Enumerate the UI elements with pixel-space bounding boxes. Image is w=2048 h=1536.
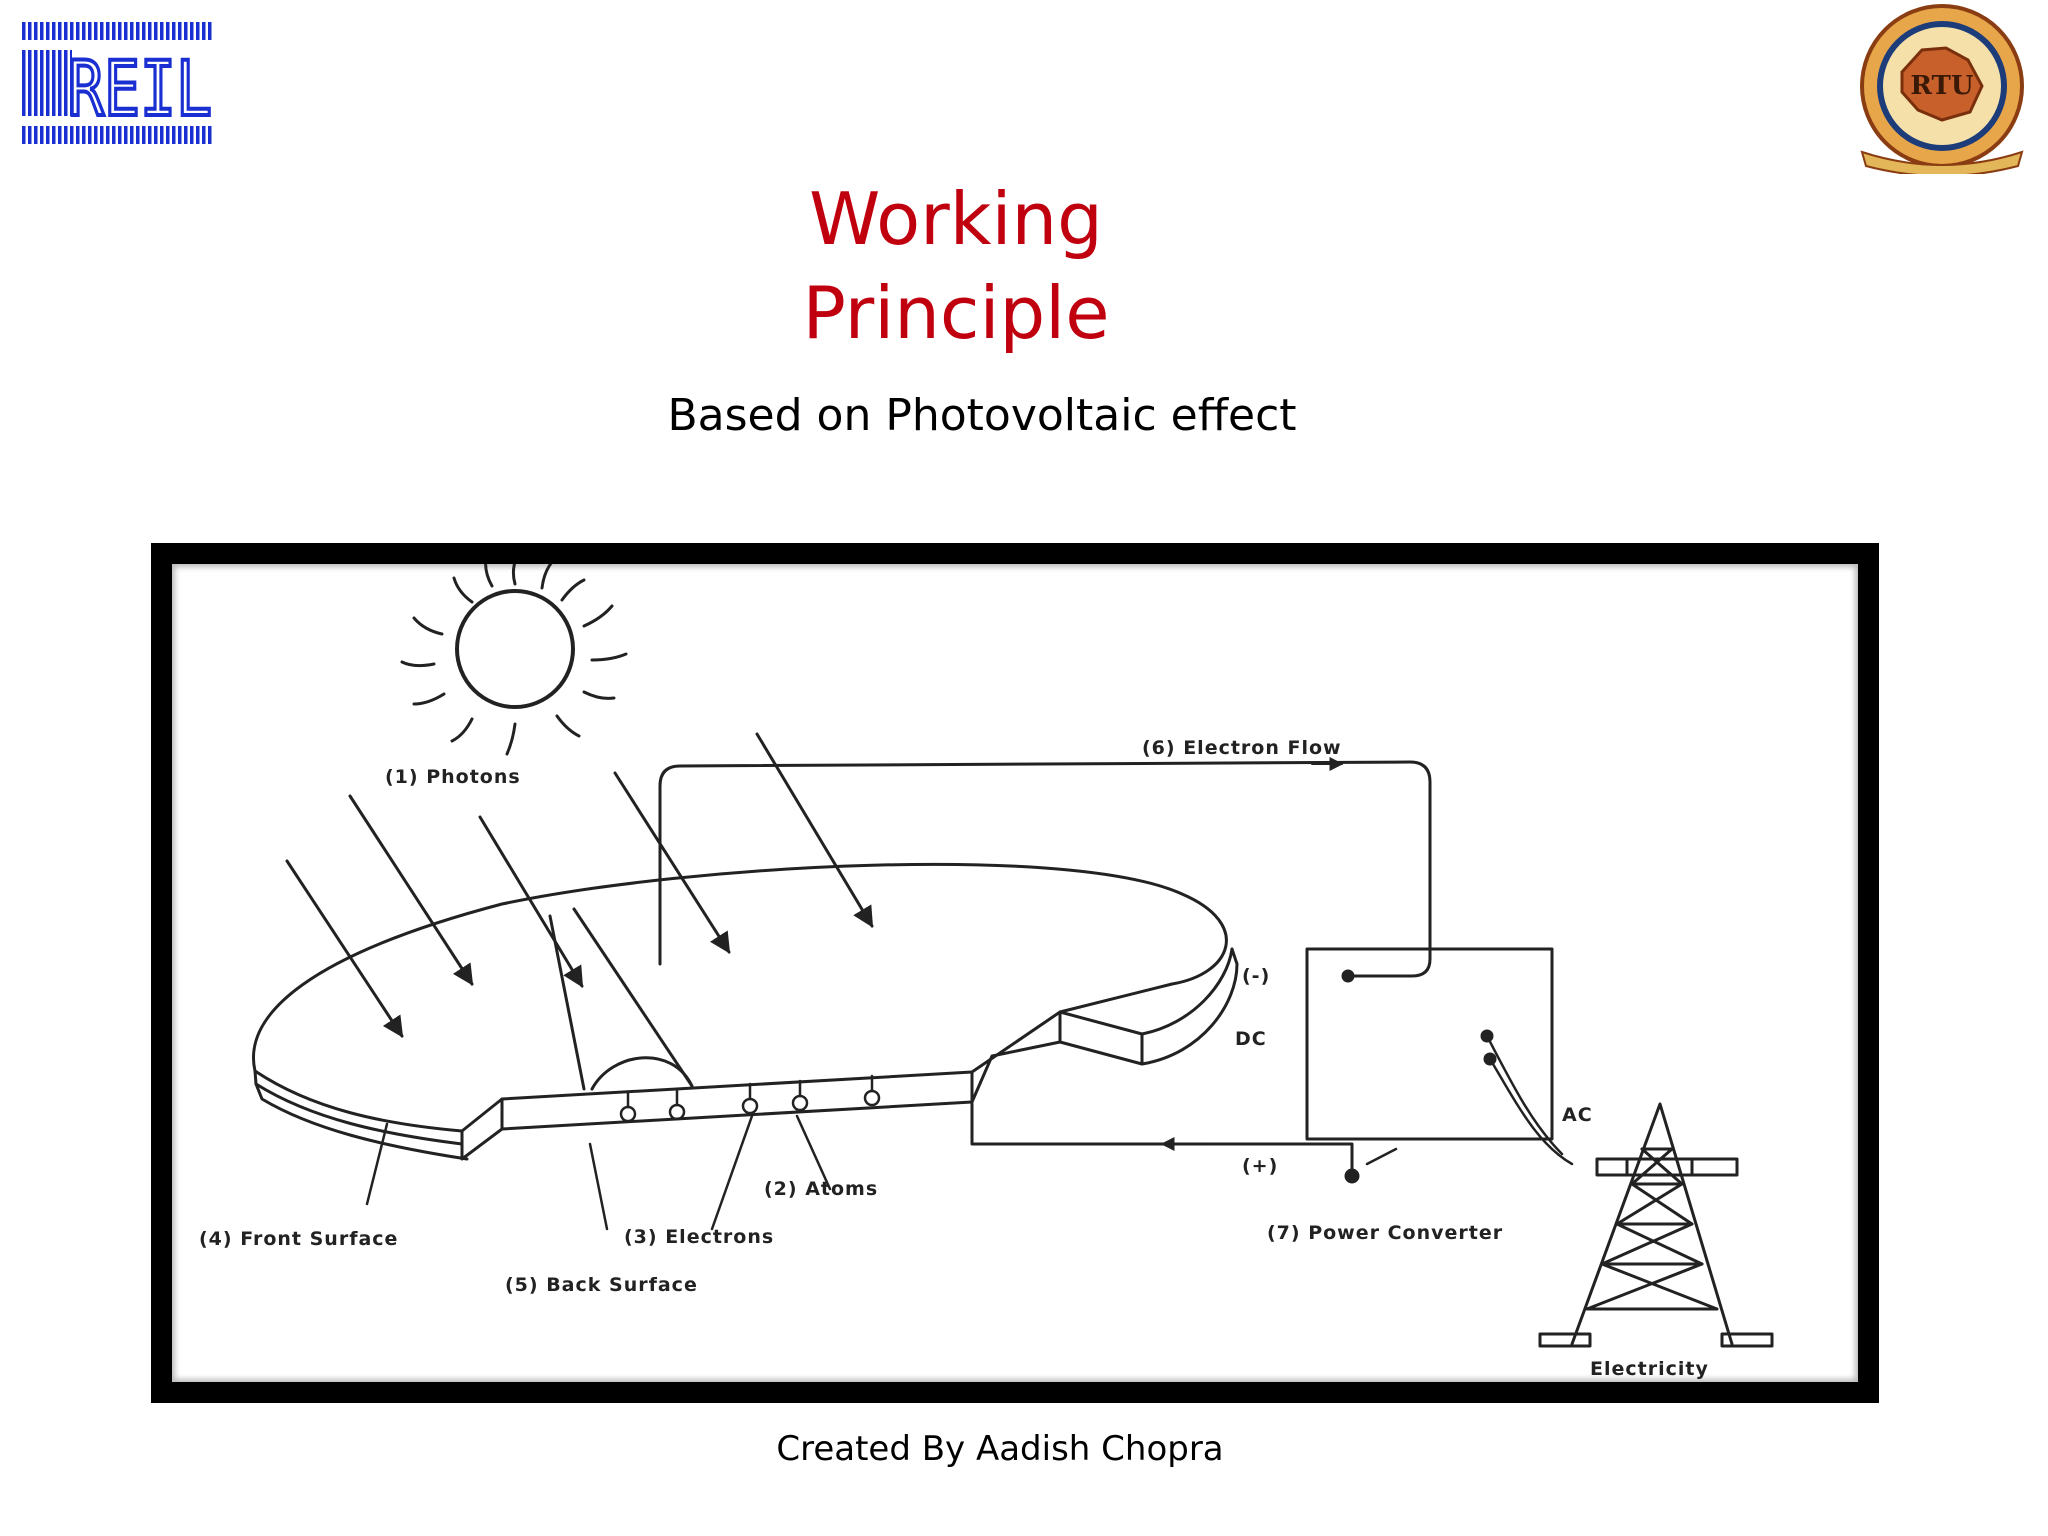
atom-electron-markers bbox=[619, 1074, 881, 1123]
label-minus: (-) bbox=[1242, 965, 1270, 987]
slide-footer: Created By Aadish Chopra bbox=[776, 1429, 1224, 1469]
slide-title: Working Principle bbox=[0, 172, 1912, 360]
label-plus: (+) bbox=[1242, 1155, 1278, 1177]
reil-logo-icon: REIL bbox=[22, 22, 214, 144]
label-back-surface: (5) Back Surface bbox=[505, 1274, 698, 1296]
solar-cell-panel bbox=[252, 862, 1239, 1161]
label-atoms: (2) Atoms bbox=[764, 1178, 878, 1200]
label-leaders bbox=[365, 1114, 832, 1231]
sun-icon bbox=[400, 564, 628, 756]
label-power-converter: (7) Power Converter bbox=[1267, 1222, 1503, 1244]
logo-stripes-bottom bbox=[22, 126, 214, 144]
electron-flow-wire bbox=[658, 760, 1432, 978]
power-converter-box bbox=[1305, 947, 1554, 1141]
slide-subtitle: Based on Photovoltaic effect bbox=[667, 390, 1297, 441]
label-electrons: (3) Electrons bbox=[624, 1226, 774, 1248]
logo-stripes-top bbox=[22, 22, 214, 40]
diagram-frame: (1) Photons (2) Atoms (3) Electrons (4) … bbox=[151, 543, 1879, 1403]
label-electron-flow: (6) Electron Flow bbox=[1142, 737, 1342, 759]
label-ac: AC bbox=[1562, 1104, 1593, 1126]
label-photons: (1) Photons bbox=[385, 766, 521, 788]
photon-arrows bbox=[285, 732, 874, 1038]
transmission-tower-icon bbox=[1538, 1102, 1774, 1348]
rtu-seal-text: RTU bbox=[1910, 71, 1973, 101]
slide-title-line2: Principle bbox=[802, 271, 1110, 355]
slide-title-line1: Working bbox=[809, 177, 1103, 261]
return-wire bbox=[970, 1102, 1354, 1176]
rtu-seal-icon: RTU bbox=[1860, 4, 2024, 174]
label-dc: DC bbox=[1235, 1028, 1267, 1050]
solar-cell-diagram: (1) Photons (2) Atoms (3) Electrons (4) … bbox=[199, 564, 1774, 1380]
label-electricity: Electricity bbox=[1590, 1358, 1709, 1380]
diagram-canvas: (1) Photons (2) Atoms (3) Electrons (4) … bbox=[167, 559, 1863, 1387]
reil-logo-text: REIL bbox=[68, 44, 212, 133]
label-front-surface: (4) Front Surface bbox=[199, 1228, 398, 1250]
